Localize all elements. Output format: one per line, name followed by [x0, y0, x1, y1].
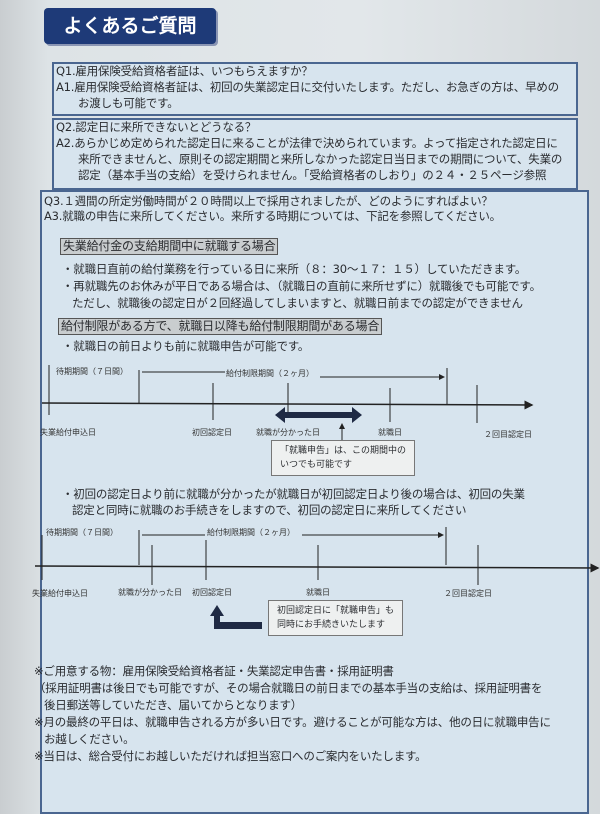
heading-during-benefit: 失業給付金の支給期間中に就職する場合	[60, 238, 279, 255]
faq-q1	[52, 62, 578, 116]
note-month-end: ※月の最終の平日は、就職申告される方が多い日です。避けることが可能な方は、他の日…	[34, 715, 551, 729]
faq-q2	[52, 118, 578, 190]
note-2-line2: 同時にお手続きいたします	[277, 620, 386, 630]
answer-1-cont: お渡しも可能です。	[78, 96, 179, 110]
answer-1: A1.雇用保険受給資格者証は、初回の失業認定日に交付いたします。ただし、お急ぎの…	[56, 80, 559, 94]
bullet-1: ・就職日直前の給付業務を行っている日に来所（８：30～１７：１５）していただきま…	[62, 262, 527, 276]
label-waiting: 待期期間（７日間）	[46, 527, 118, 537]
note-items: ※ご用意する物：雇用保険受給資格者証・失業認定申告書・採用証明書	[34, 664, 394, 678]
answer-2: A2.あらかじめ定められた認定日に来ることが法律で決められています。よって指定さ…	[56, 136, 558, 150]
note-1-line1: 「就職申告」は、この期間中の	[280, 446, 407, 456]
bullet-4: ・初回の認定日より前に就職が分かったが就職日が初回認定日より後の場合は、初回の失…	[62, 487, 525, 501]
note-1-line2: いつでも可能です	[280, 460, 353, 470]
note-month-end-cont: お越しください。	[44, 732, 135, 746]
label-restriction: 給付制限期間（２ヶ月）	[226, 368, 314, 378]
question-1: Q1.雇用保険受給資格者証は、いつもらえますか？	[56, 64, 313, 78]
note-reception: ※当日は、総合受付にお越しいただければ担当窓口へのご案内をいたします。	[34, 749, 427, 763]
note-2-line1: 初回認定日に「就職申告」も	[277, 606, 395, 616]
page-title: よくあるご質問	[44, 8, 216, 44]
bullet-3: ・就職日の前日よりも前に就職申告が可能です。	[62, 339, 310, 353]
question-3: Q3.１週間の所定労働時間が２０時間以上で採用されましたが、どのようにすればよい…	[44, 194, 493, 208]
timeline-1: 待期期間（７日間） 給付制限期間（２ヶ月） 失業給付申込日 初回認定日 就職が分…	[40, 365, 534, 440]
answer-2-cont2: 認定（基本手当の支給）を受けられません。「受給資格者のしおり」の２４・２５ページ…	[78, 168, 547, 182]
heading-restriction: 給付制限がある方で、就職日以降も給付制限期間がある場合	[58, 318, 383, 335]
bullet-2-cont: ただし、就職後の認定日が２回経過してしまいますと、就職日前までの認定ができません	[72, 296, 523, 310]
double-arrow-icon	[275, 407, 362, 423]
question-2: Q2.認定日に来所できないとどうなる？	[56, 120, 257, 134]
timeline-2: 待期期間（７日間） 給付制限期間（２ヶ月） 失業給付申込日 就職が分かった日 初…	[32, 527, 600, 629]
bullet-2: ・再就職先のお休みが平日である場合は、（就職日の直前に来所せずに）就職後でも可能…	[62, 279, 541, 293]
note-box-1: 「就職申告」は、この期間中の いつでも可能です	[271, 440, 416, 476]
note-certificate: （採用証明書は後日でも可能ですが、その場合就職日の前日までの基本手当の支給は、採…	[34, 681, 543, 695]
label-known: 就職が分かった日	[256, 427, 320, 437]
label-apply: 失業給付申込日	[40, 427, 96, 437]
label-second: ２回目認定日	[444, 588, 492, 598]
label-first: 初回認定日	[192, 587, 232, 597]
answer-3: A3.就職の申告に来所してください。来所する時期については、下記を参照してくださ…	[44, 209, 501, 223]
l-arrow-icon	[210, 605, 262, 629]
label-known: 就職が分かった日	[118, 587, 182, 597]
bullet-4-cont: 認定と同時に就職のお手続きをしますので、初回の認定日に来所してください	[72, 503, 467, 517]
label-restriction: 給付制限期間（２ヶ月）	[207, 527, 295, 537]
note-certificate-cont: 後日郵送等していただき、届いてからとなります）	[44, 698, 303, 712]
label-second: ２回目認定日	[484, 429, 532, 439]
label-job: 就職日	[378, 427, 402, 437]
label-waiting: 待期期間（７日間）	[56, 366, 128, 376]
note-box-2: 初回認定日に「就職申告」も 同時にお手続きいたします	[268, 600, 404, 636]
timeline-axis	[41, 400, 534, 410]
label-job: 就職日	[306, 587, 330, 597]
timeline-axis	[34, 563, 600, 573]
answer-2-cont: 来所できませんと、原則その認定期間と来所しなかった認定日当日までの期間について、…	[78, 152, 563, 166]
label-first: 初回認定日	[192, 427, 232, 437]
label-apply: 失業給付申込日	[32, 588, 88, 598]
